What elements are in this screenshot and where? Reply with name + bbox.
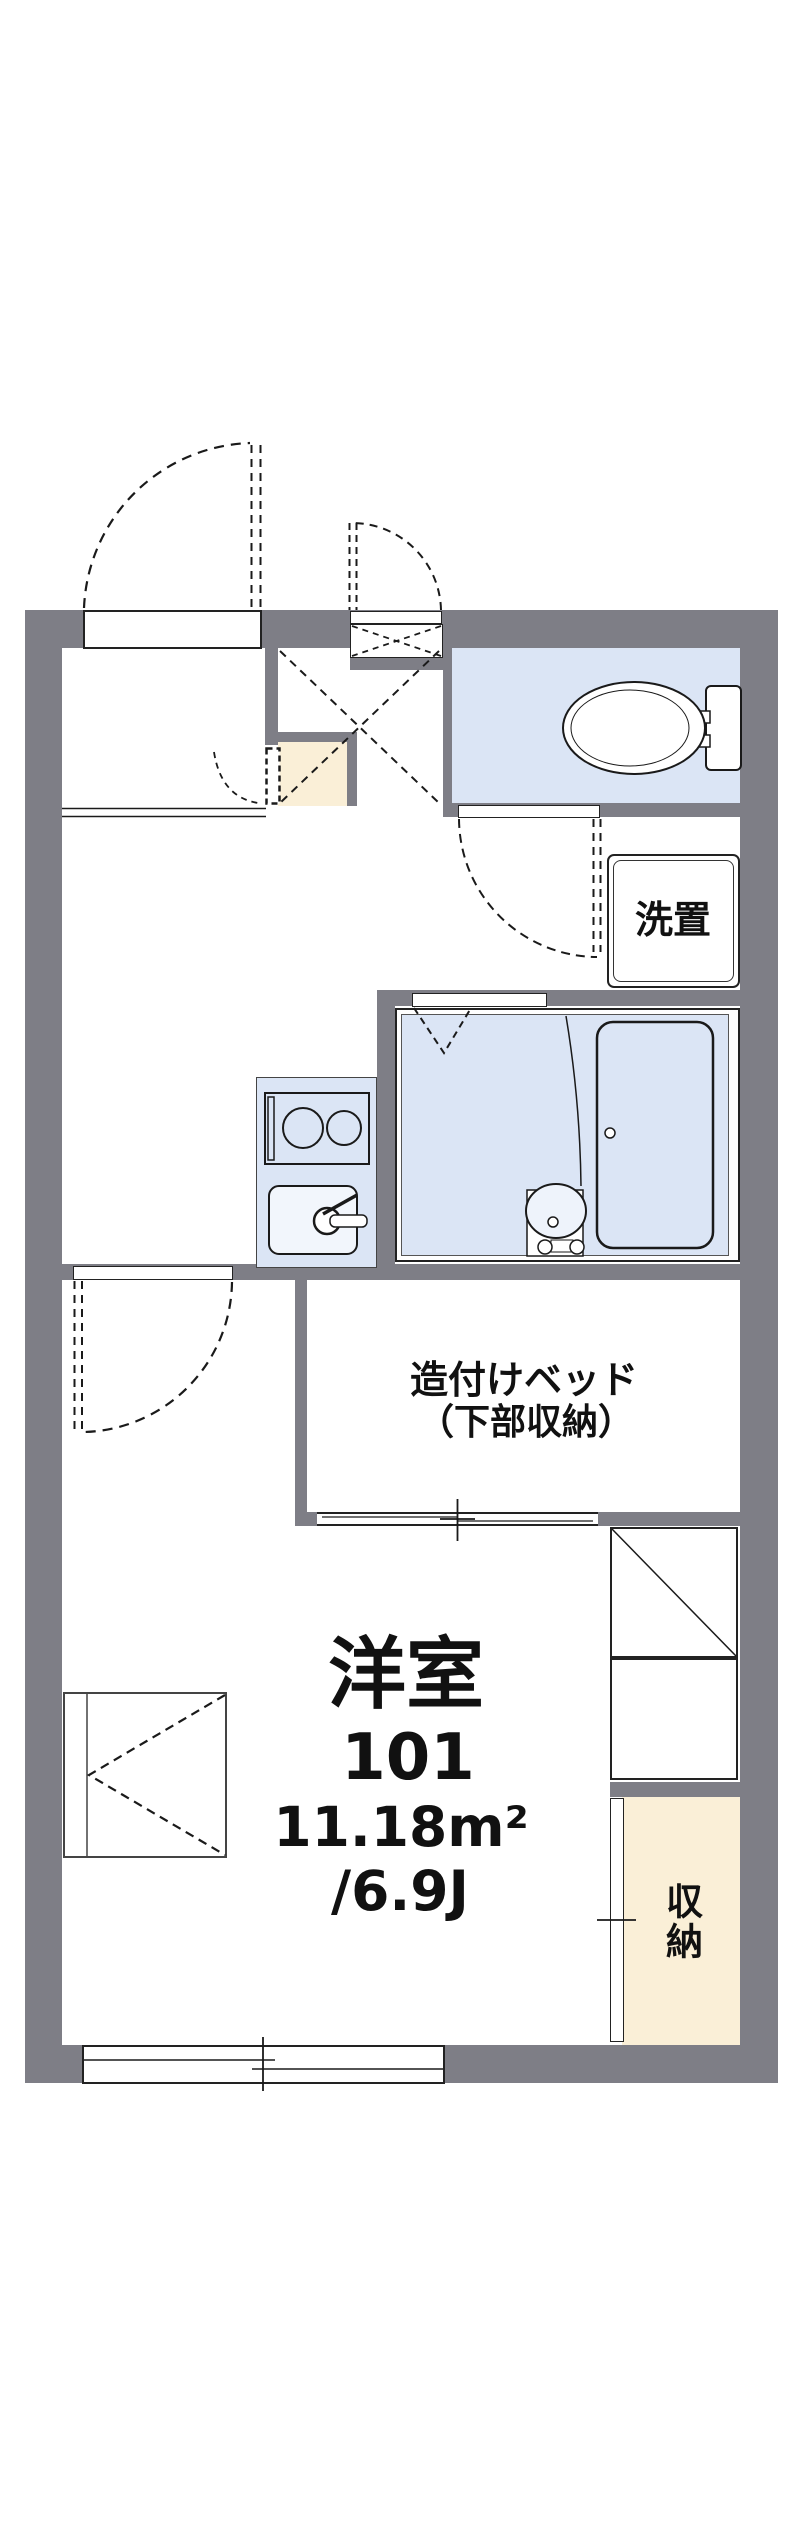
meter-door-open-leaf (348, 523, 358, 610)
laundry-box (607, 854, 740, 988)
room-door-open-leaf (73, 1281, 83, 1433)
entry-closet-door-arc (213, 751, 259, 804)
meter-door-leaf (350, 611, 442, 624)
meter-door-arc (351, 522, 442, 611)
wall-under-meterbox (350, 656, 443, 670)
counter-space-box (610, 1658, 738, 1780)
entry-closet-floor (278, 742, 347, 806)
south-window (82, 2045, 445, 2084)
entrance-door-open-leaf (250, 445, 262, 608)
bath-door-leaf (412, 993, 547, 1007)
storage-closet-floor (622, 1797, 740, 2045)
wall-storage-top (610, 1782, 740, 1797)
storage-label: 収納 (659, 1882, 703, 1962)
wall-bath-left (377, 990, 395, 1267)
toilet-room-floor (452, 648, 740, 803)
toilet-door-leaf (458, 805, 600, 818)
room-door-arc (83, 1281, 234, 1434)
wall-hall-divider (265, 648, 278, 745)
wall-toilet-left (443, 648, 452, 803)
wall-bed-bottom-right (598, 1512, 740, 1526)
laundry-label: 洗置 (634, 898, 712, 942)
entrance-door-arc (82, 441, 251, 609)
wall-right (740, 610, 778, 2083)
meter-box (350, 624, 443, 658)
wall-bed-bottom-left (295, 1512, 317, 1526)
toilet-door-open-leaf (592, 819, 602, 952)
area-m2-label: 11.18m² (273, 1795, 529, 1859)
laundry-box-inner (613, 860, 734, 982)
built-in-bed-label-line1: 造付けベッド (409, 1358, 639, 1402)
room-number-label: 101 (341, 1721, 475, 1795)
bed-opening (317, 1512, 598, 1526)
wall-left (25, 610, 62, 2083)
toilet-door-arc (458, 818, 598, 958)
entrance-step-lines (62, 807, 266, 818)
refrigerator-space-box (610, 1527, 738, 1658)
wall-bed-left (295, 1280, 307, 1525)
area-tatami-label: /6.9J (331, 1859, 469, 1923)
entrance-door-leaf (83, 610, 262, 649)
wall-closet-right (347, 742, 357, 806)
room-door-leaf (73, 1266, 233, 1280)
room-type-label: 洋室 (327, 1630, 485, 1720)
storage-door (610, 1798, 624, 2042)
built-in-bed-label-line2: （下部収納） (417, 1402, 635, 1443)
wall-closet-top (265, 732, 357, 742)
bay-window-box (63, 1692, 227, 1858)
bathroom-floor (401, 1014, 729, 1256)
kitchen-counter (256, 1077, 377, 1268)
